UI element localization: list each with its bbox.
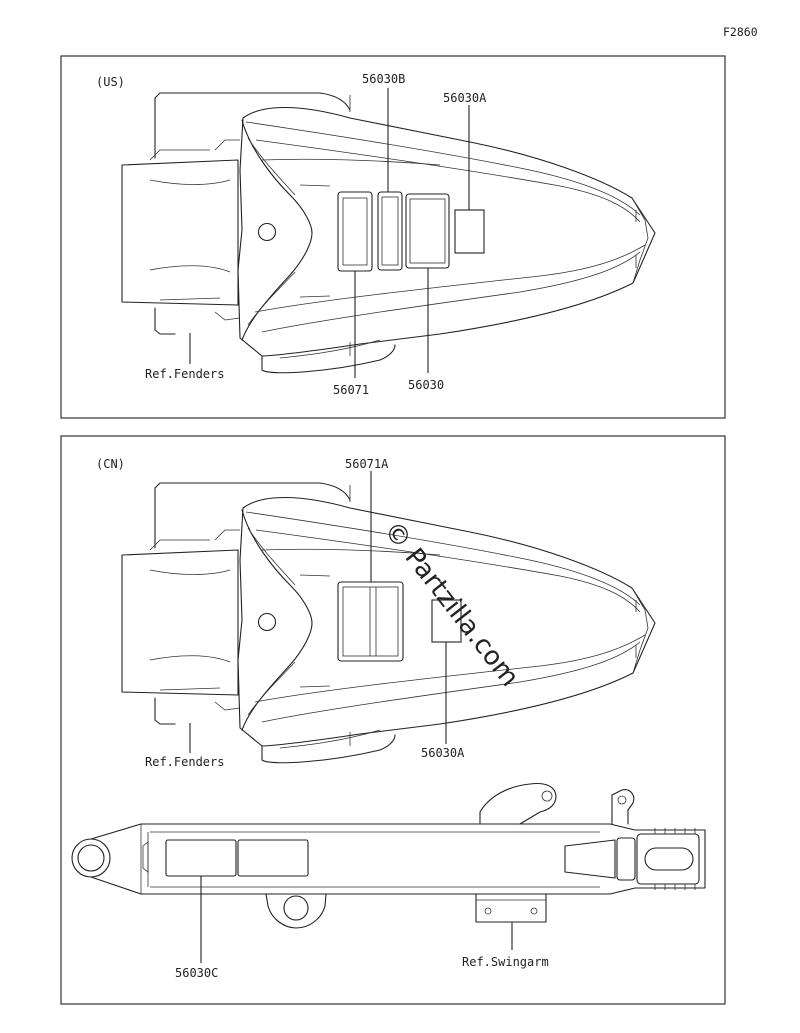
us-label-56030: 56030: [408, 378, 444, 392]
cn-decal-56030C-left: [165, 839, 237, 877]
us-decal-56030: [405, 193, 450, 269]
us-label-ref-fenders: Ref.Fenders: [145, 367, 224, 381]
cn-decal-56030A: [431, 599, 462, 643]
cn-decal-56071A: [337, 581, 404, 662]
us-region-label: (US): [96, 75, 125, 89]
cn-label-ref-swingarm: Ref.Swingarm: [462, 955, 549, 969]
cn-panel: (CN) 56071A 56030A Ref.Fenders: [60, 435, 726, 1005]
cn-label-56030A: 56030A: [421, 746, 465, 760]
us-decal-56030A: [454, 209, 485, 254]
cn-label-ref-fenders: Ref.Fenders: [145, 755, 224, 769]
us-label-56030A: 56030A: [443, 91, 487, 105]
cn-label-56030C: 56030C: [175, 966, 218, 980]
cn-decal-56030C-right: [237, 839, 309, 877]
us-panel-frame: [60, 55, 726, 419]
us-panel: (US) 56030B 56030A 56071 56030 Ref.Fende…: [60, 55, 726, 419]
cn-swingarm: [71, 782, 706, 929]
cn-region-label: (CN): [96, 457, 125, 471]
cn-label-56071A: 56071A: [345, 457, 389, 471]
us-label-56030B: 56030B: [362, 72, 405, 86]
us-label-56071: 56071: [333, 383, 369, 397]
figure-id: F2860: [723, 25, 758, 39]
us-decal-56030B: [377, 191, 403, 271]
cn-panel-frame: [60, 435, 726, 1005]
swingarm-bracket: [475, 893, 547, 923]
